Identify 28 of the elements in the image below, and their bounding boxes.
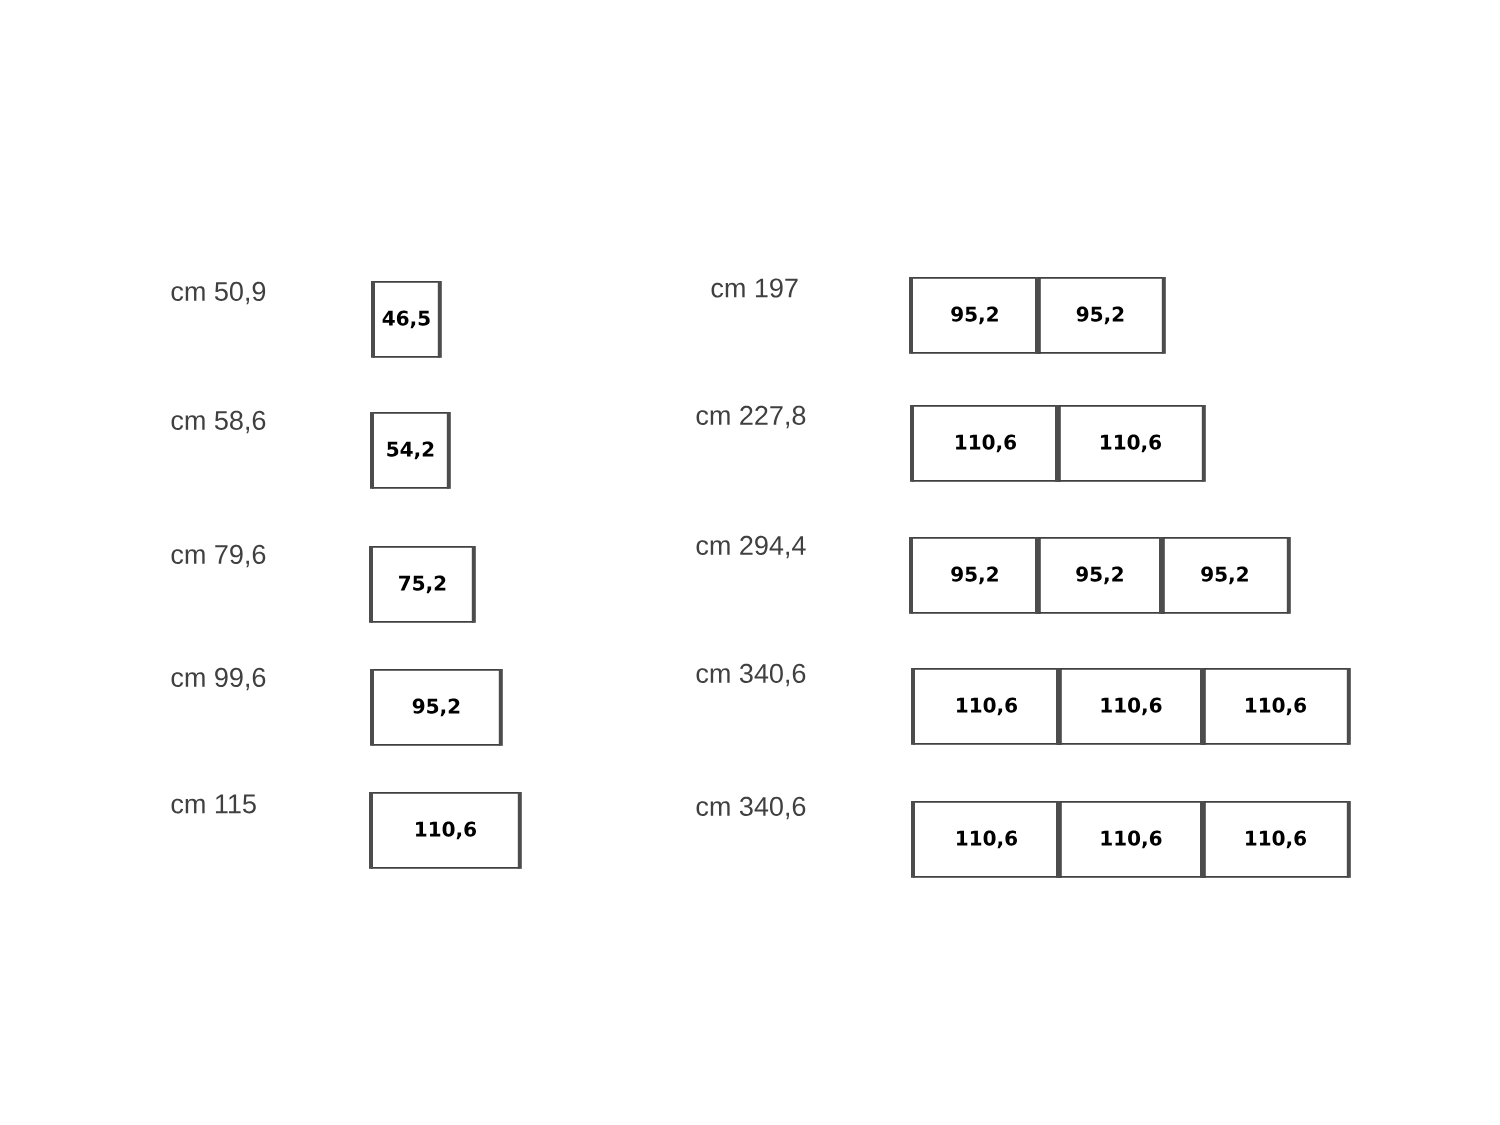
module-box: 110,6 [1200,668,1351,745]
module-box: 110,6 [1056,801,1206,878]
module-box: 95,2 [1035,277,1166,354]
dimension-label: cm 115 [171,794,256,814]
module-box: 110,6 [369,792,522,869]
module-box: 95,2 [1035,537,1165,614]
module-box: 75,2 [369,546,476,623]
dimension-label: cm 340,6 [696,796,806,820]
module-box: 95,2 [1159,537,1291,614]
module-box: 110,6 [911,668,1062,745]
module-box: 110,6 [1056,668,1206,745]
module-box: 110,6 [1055,405,1206,482]
module-box: 110,6 [911,801,1062,878]
dimension-label: cm 340,6 [696,663,806,687]
module-box: 110,6 [910,405,1061,482]
dimension-label: cm 294,4 [696,535,806,559]
dimension-label: cm 227,8 [696,405,806,429]
dimension-label: cm 79,6 [171,544,266,568]
module-box: 95,2 [909,277,1041,354]
module-box: 110,6 [1200,801,1351,878]
module-box: 46,5 [371,281,442,358]
dimension-label: cm 197 [711,278,798,298]
dimension-label: cm 99,6 [171,667,266,691]
module-box: 95,2 [909,537,1041,614]
dimension-label: cm 50,9 [171,281,266,305]
module-box: 54,2 [370,412,451,489]
dimension-label: cm 58,6 [171,410,266,434]
module-box: 95,2 [370,669,503,746]
